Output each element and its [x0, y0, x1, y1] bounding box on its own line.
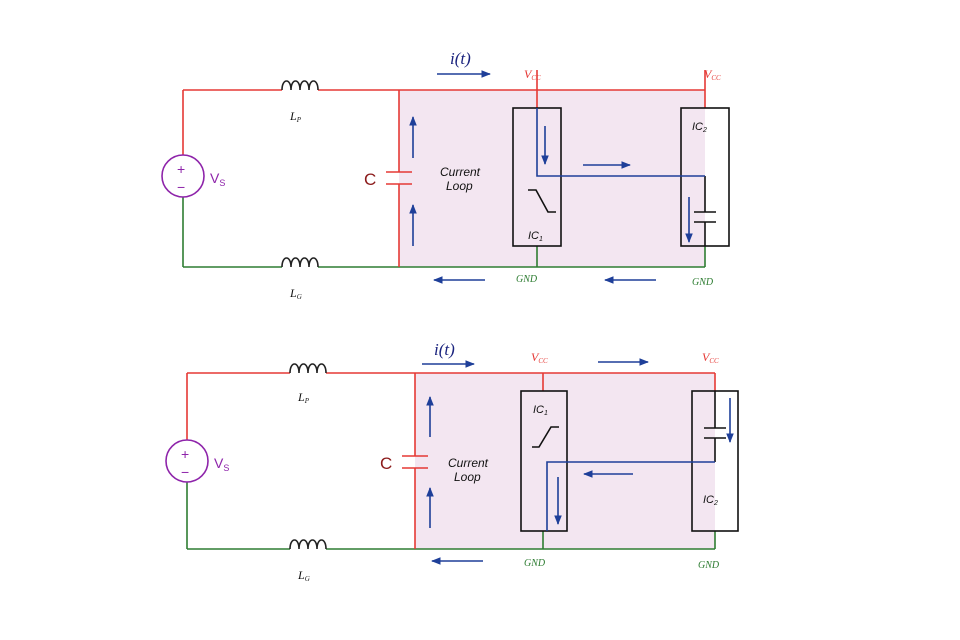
bottom-inductor-lg-label: LG	[297, 568, 310, 583]
bottom-voltage-source	[165, 439, 209, 483]
bottom-loop-label-1: Current	[448, 456, 489, 470]
top-current-arrows	[409, 70, 693, 284]
bottom-ic1-switch	[532, 426, 559, 448]
bottom-gnd-right: GND	[698, 560, 720, 571]
top-gnd-left: GND	[516, 274, 538, 285]
top-source-plus: +	[177, 161, 185, 177]
bottom-inductor-lp	[289, 363, 327, 374]
top-vcc-right: VCC	[704, 67, 721, 82]
top-inductor-lg-label: LG	[289, 286, 302, 301]
top-voltage-source	[161, 154, 205, 198]
top-source-label: VS	[210, 170, 225, 188]
bottom-vcc-left: VCC	[531, 350, 548, 365]
bottom-current-arrows	[422, 358, 734, 565]
top-ic2-label: IC2	[692, 121, 707, 134]
bottom-ic2-capacitor	[704, 391, 726, 462]
bottom-circuit: i(t) LP LG + − VS C Current Loop VCC VCC…	[165, 340, 739, 583]
bottom-source-plus: +	[181, 446, 189, 462]
top-current-loop-area	[399, 90, 705, 267]
bottom-vcc-right: VCC	[702, 350, 719, 365]
top-capacitor	[386, 171, 412, 267]
top-supply-wire	[182, 70, 706, 172]
top-ground-wire	[182, 197, 706, 268]
top-current-path	[536, 108, 705, 177]
top-inductor-lp-label: LP	[289, 109, 302, 124]
bottom-source-label: VS	[214, 455, 229, 473]
bottom-gnd-left: GND	[524, 558, 546, 569]
top-ic1-label: IC1	[528, 230, 543, 243]
top-ic2-capacitor	[694, 176, 716, 246]
top-inductor-lg	[281, 257, 319, 268]
bottom-loop-label-2: Loop	[454, 470, 481, 484]
top-gnd-right: GND	[692, 277, 714, 288]
bottom-inductor-lg	[289, 539, 327, 550]
top-ic1-switch	[528, 189, 556, 213]
top-capacitor-label: C	[364, 170, 376, 189]
bottom-capacitor	[402, 455, 428, 549]
bottom-capacitor-label: C	[380, 454, 392, 473]
bottom-current-path	[546, 461, 715, 531]
bottom-ground-wire	[186, 482, 716, 550]
bottom-source-minus: −	[181, 464, 189, 480]
bottom-ic2-label: IC2	[703, 494, 718, 507]
bottom-current-label: i(t)	[434, 340, 455, 359]
bottom-current-loop-area	[415, 373, 715, 549]
top-loop-label-1: Current	[440, 165, 481, 179]
top-inductor-lp	[281, 80, 319, 91]
top-circuit: i(t) LP LG + − VS C Current Loop VCC VCC…	[161, 49, 730, 301]
bottom-ic1-label: IC1	[533, 404, 548, 417]
bottom-ic1-box	[520, 390, 568, 532]
bottom-inductor-lp-label: LP	[297, 390, 310, 405]
top-vcc-left: VCC	[524, 67, 541, 82]
top-current-label: i(t)	[450, 49, 471, 68]
top-loop-label-2: Loop	[446, 179, 473, 193]
bottom-supply-wire	[186, 372, 716, 456]
top-source-minus: −	[177, 179, 185, 195]
